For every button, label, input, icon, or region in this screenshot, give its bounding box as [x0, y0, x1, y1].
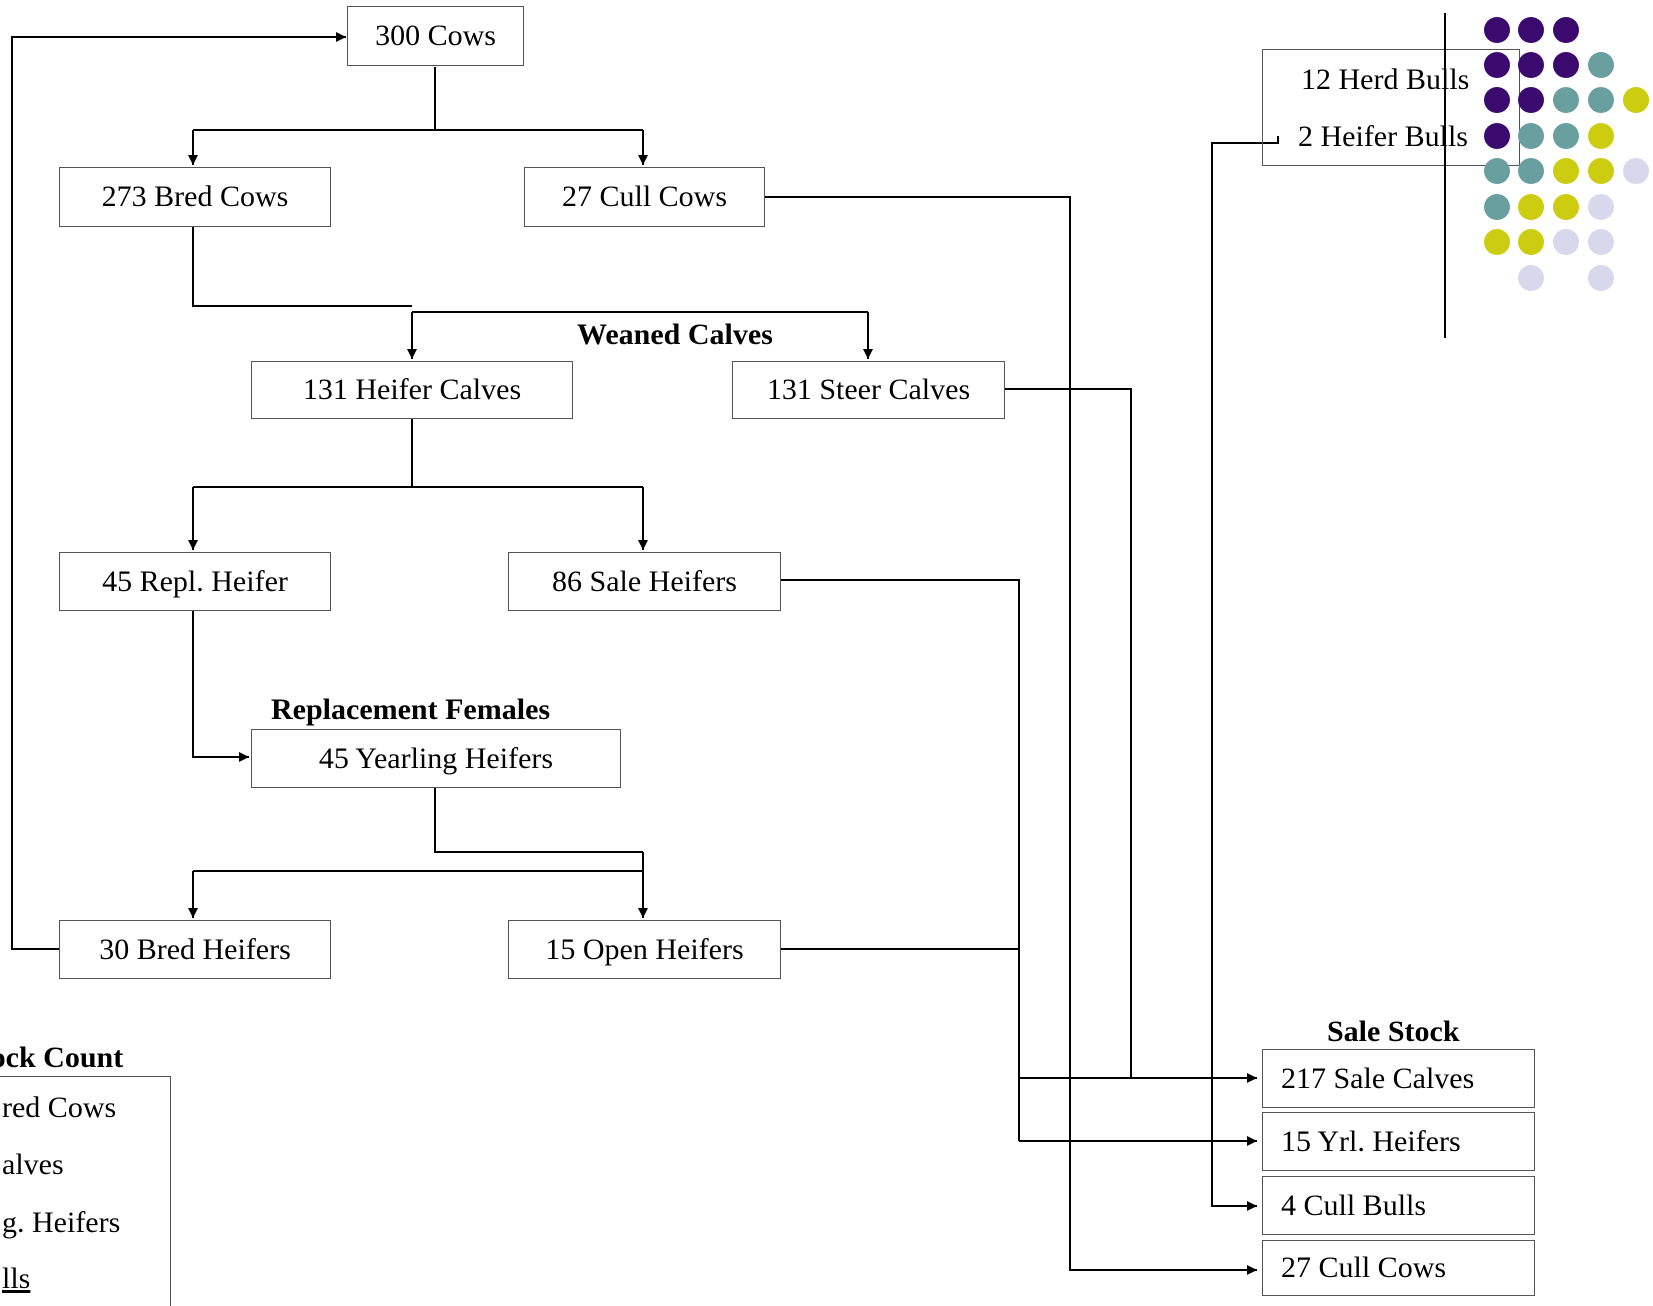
decor-dot	[1588, 87, 1614, 113]
stock-count-item: lls	[2, 1262, 31, 1295]
node-sale-heifers: 86 Sale Heifers	[508, 552, 781, 611]
decor-vertical-line	[1444, 13, 1446, 338]
node-label: 86 Sale Heifers	[552, 564, 737, 598]
connector-yearling-down	[434, 788, 643, 853]
sale-stock-cull-bulls: 4 Cull Bulls	[1262, 1176, 1535, 1235]
stock-count-item: g. Heifers	[2, 1206, 121, 1239]
node-steer-calves: 131 Steer Calves	[732, 361, 1005, 419]
arrow-cull-cows-to-sale	[762, 196, 1257, 1275]
node-repl-heifer: 45 Repl. Heifer	[59, 552, 331, 611]
decor-dot	[1553, 194, 1579, 220]
sale-stock-label: 4 Cull Bulls	[1281, 1188, 1427, 1222]
node-label: 27 Cull Cows	[561, 180, 728, 213]
connector-steer-calves	[1004, 388, 1132, 1078]
decor-dot	[1518, 52, 1544, 78]
decor-dot	[1623, 87, 1649, 113]
decor-dot	[1553, 52, 1579, 78]
decor-dot	[1588, 265, 1614, 291]
node-label: 15 Open Heifers	[545, 932, 744, 966]
heading-sale-stock: Sale Stock	[1327, 1015, 1460, 1048]
arrow-to-yearling-heifers	[192, 611, 249, 762]
sale-stock-label: 15 Yrl. Heifers	[1281, 1124, 1461, 1158]
node-label: 131 Steer Calves	[766, 373, 971, 406]
stock-count-title: Stock Count	[0, 1041, 124, 1074]
decor-dot	[1588, 194, 1614, 220]
node-label: 273 Bred Cows	[101, 180, 289, 213]
decor-dot	[1484, 87, 1510, 113]
decor-dot	[1518, 17, 1544, 43]
node-label: 131 Heifer Calves	[302, 373, 522, 406]
decor-dot	[1553, 229, 1579, 255]
decor-dot	[1553, 158, 1579, 184]
sale-stock-label: 27 Cull Cows	[1281, 1251, 1447, 1284]
decor-dot	[1518, 194, 1544, 220]
decor-dot	[1588, 158, 1614, 184]
sale-stock-yrl-heifers: 15 Yrl. Heifers	[1262, 1112, 1535, 1171]
decor-dot	[1553, 123, 1579, 149]
decor-dot	[1623, 158, 1649, 184]
stock-count-item: red Cows	[2, 1091, 117, 1124]
node-label: 45 Repl. Heifer	[102, 564, 288, 598]
node-open-heifers: 15 Open Heifers	[508, 920, 781, 979]
decor-dot	[1484, 158, 1510, 184]
decor-dot	[1484, 17, 1510, 43]
node-bred-cows: 273 Bred Cows	[59, 167, 331, 227]
decor-dot	[1484, 123, 1510, 149]
decor-dot	[1518, 158, 1544, 184]
node-bred-heifers: 30 Bred Heifers	[59, 920, 331, 979]
decor-dot	[1588, 123, 1614, 149]
arrow-loop-to-cows	[11, 32, 346, 950]
decor-dot	[1518, 87, 1544, 113]
decor-dot	[1484, 229, 1510, 255]
decor-dot	[1553, 17, 1579, 43]
node-300-cows: 300 Cows	[347, 6, 524, 66]
decor-dot	[1518, 229, 1544, 255]
node-cull-cows: 27 Cull Cows	[524, 167, 765, 227]
node-yearling-heifers: 45 Yearling Heifers	[251, 729, 621, 788]
decor-dot	[1484, 194, 1510, 220]
stock-count-item: alves	[2, 1148, 64, 1181]
stock-count-box	[0, 1076, 171, 1306]
heading-replacement-females: Replacement Females	[271, 693, 551, 726]
decor-dot	[1588, 52, 1614, 78]
decor-dot	[1518, 265, 1544, 291]
herd-bulls-label: 12 Herd Bulls	[1301, 63, 1470, 96]
arrow-bulls-to-cull-bulls	[1211, 136, 1279, 1211]
connector-bred-to-weaned	[192, 227, 412, 307]
heifer-bulls-label: 2 Heifer Bulls	[1298, 120, 1468, 153]
node-label: 30 Bred Heifers	[99, 932, 291, 966]
decor-dot	[1588, 229, 1614, 255]
decor-dot	[1553, 87, 1579, 113]
node-label: 45 Yearling Heifers	[318, 741, 554, 775]
decor-dot	[1484, 52, 1510, 78]
node-heifer-calves: 131 Heifer Calves	[251, 361, 573, 419]
sale-stock-sale-calves: 217 Sale Calves	[1262, 1049, 1535, 1108]
heading-weaned-calves: Weaned Calves	[577, 318, 773, 351]
sale-stock-cull-cows: 27 Cull Cows	[1262, 1240, 1535, 1296]
connector-sale-heifers	[780, 579, 1020, 1141]
heading-stock-count: Stock Count	[0, 1041, 123, 1075]
node-label: 300 Cows	[375, 19, 496, 52]
sale-stock-label: 217 Sale Calves	[1281, 1061, 1475, 1095]
decor-dot	[1518, 123, 1544, 149]
